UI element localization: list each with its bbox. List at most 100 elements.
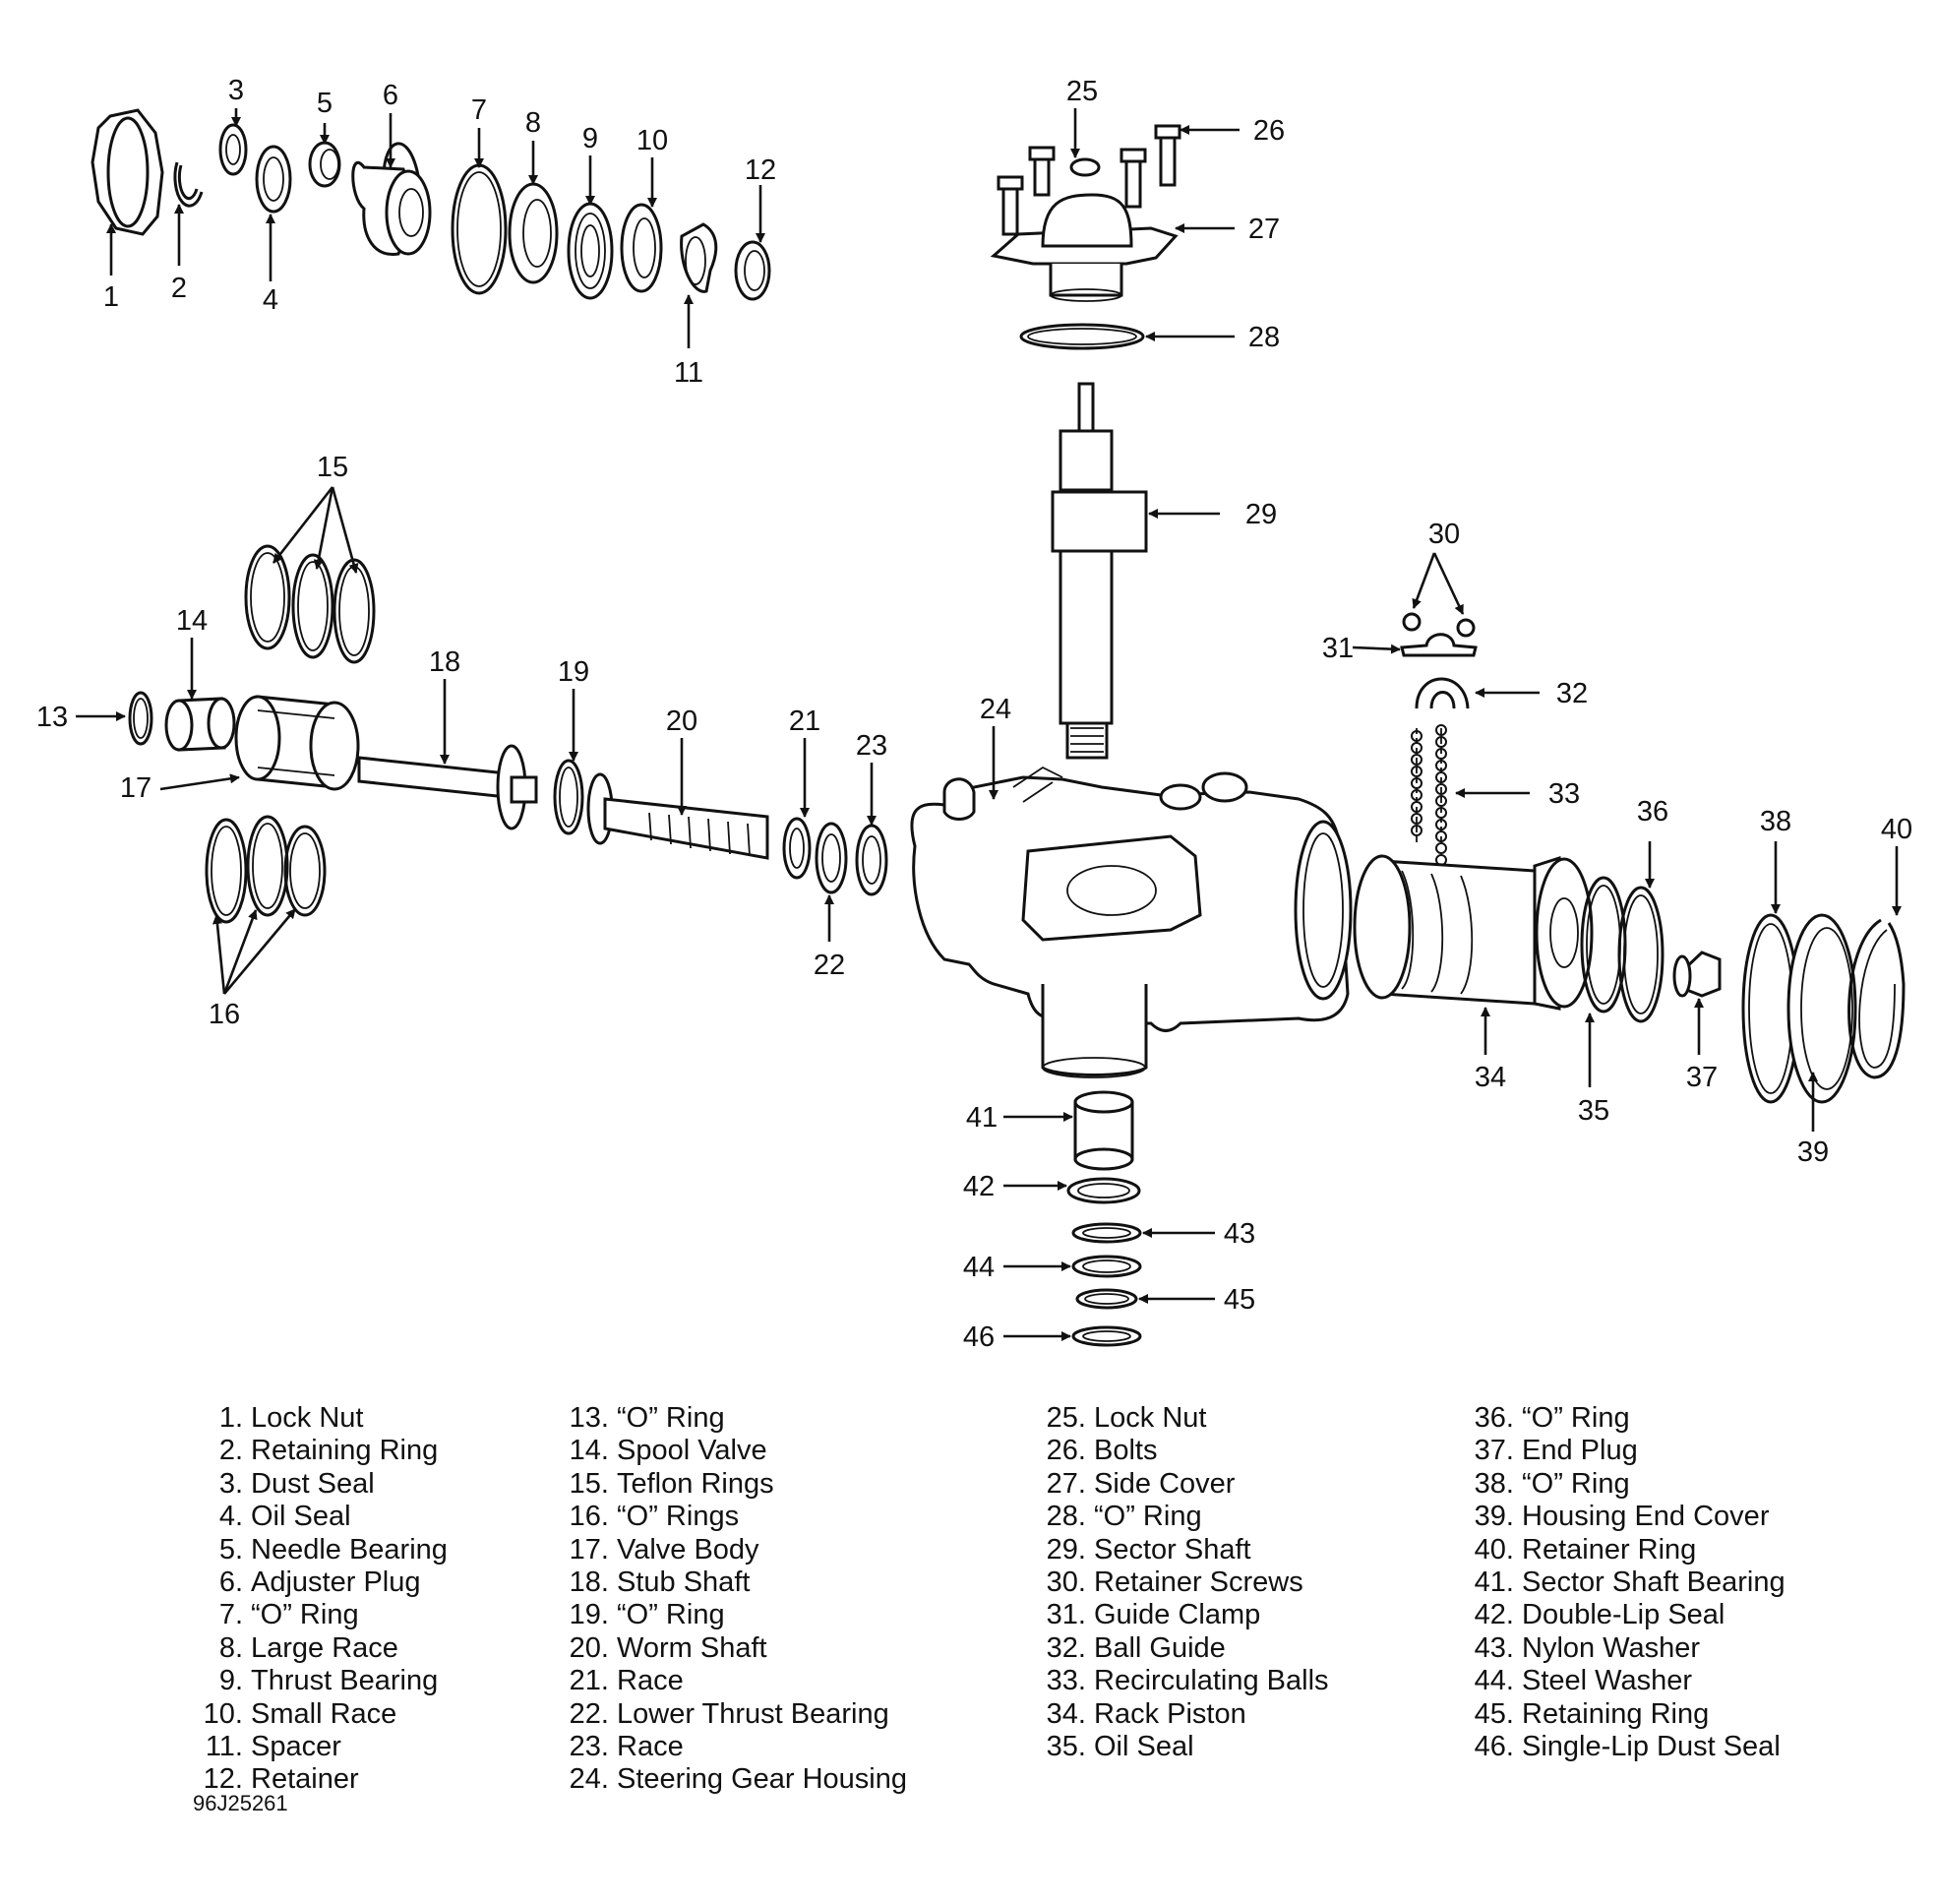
part-steel-washer [1071,1255,1142,1278]
part-stub-shaft [357,744,538,830]
part-recirculating-balls [1411,724,1447,866]
callout-3: 3 [228,75,244,106]
part-race-23 [855,824,888,896]
callout-24: 24 [980,694,1011,725]
callout-6: 6 [383,80,398,111]
callout-9: 9 [582,123,598,154]
figure-code: 96J25261 [193,1791,288,1815]
part-worm-shaft [586,772,769,860]
callout-17: 17 [120,772,151,804]
legend-item: 33.Recirculating Balls [1046,1665,1329,1697]
part-housing-end-cover [1786,913,1857,1104]
legend-item: 35.Oil Seal [1046,1731,1194,1763]
callout-18: 18 [429,646,460,678]
part-spool-valve [164,697,236,752]
callout-21: 21 [789,706,820,737]
legend-item: 3.Dust Seal [218,1467,375,1500]
callout-44: 44 [963,1252,995,1283]
parts-legend-col-2: 13.“O” Ring 14.Spool Valve 15.Teflon Rin… [558,1402,907,1797]
callout-45: 45 [1224,1284,1255,1316]
legend-item: 2.Retaining Ring [218,1435,439,1467]
part-retaining-ring [173,161,204,208]
legend-item: 41.Sector Shaft Bearing [1474,1566,1786,1599]
callout-41: 41 [966,1102,998,1134]
part-oil-seal [255,145,292,214]
part-lock-nut [91,108,164,236]
legend-item: 8.Large Race [218,1631,398,1664]
legend-item: 36.“O” Ring [1474,1402,1630,1434]
part-single-lip-dust-seal [1071,1325,1142,1347]
legend-item: 15.Teflon Rings [569,1467,774,1500]
callout-35: 35 [1578,1095,1609,1127]
parts-legend-col-4: 36.“O” Ring 37.End Plug 38.“O” Ring 39.H… [1463,1402,1786,1763]
part-lower-thrust-bearing [815,822,848,894]
part-race-21 [782,817,812,880]
callout-12: 12 [745,154,776,186]
legend-item: 22.Lower Thrust Bearing [569,1697,889,1730]
legend-item: 39.Housing End Cover [1474,1501,1770,1533]
callout-28: 28 [1248,322,1280,353]
callout-11: 11 [674,357,703,389]
callout-29: 29 [1245,499,1277,530]
legend-item: 18.Stub Shaft [569,1566,751,1599]
callout-43: 43 [1224,1218,1255,1250]
legend-item: 40.Retainer Ring [1474,1533,1697,1566]
legend-item: 43.Nylon Washer [1474,1631,1701,1664]
part-nylon-washer [1071,1222,1142,1244]
legend-item: 38.“O” Ring [1474,1467,1630,1500]
legend-item: 25.Lock Nut [1046,1402,1207,1434]
part-o-ring-19 [553,759,584,835]
callout-40: 40 [1881,814,1912,845]
callout-36: 36 [1637,796,1668,828]
legend-item: 16.“O” Rings [569,1501,740,1533]
callout-19: 19 [558,656,589,688]
part-o-ring-7 [451,163,508,295]
legend-item: 32.Ball Guide [1046,1631,1226,1664]
legend-item: 37.End Plug [1474,1435,1638,1467]
part-ball-guide [1415,677,1470,709]
legend-item: 21.Race [569,1665,684,1697]
legend-item: 26.Bolts [1046,1435,1158,1467]
parts-legend-col-3: 25.Lock Nut 26.Bolts 27.Side Cover 28.“O… [1035,1402,1329,1763]
part-spacer [680,222,718,293]
legend-item: 13.“O” Ring [569,1402,725,1434]
legend-item: 1.Lock Nut [218,1402,364,1434]
part-bolts [997,124,1181,236]
legend-item: 14.Spool Valve [569,1435,767,1467]
callout-46: 46 [963,1321,995,1353]
callout-30: 30 [1428,519,1460,550]
legend-item: 29.Sector Shaft [1046,1533,1251,1566]
part-o-rings-16 [205,815,327,924]
legend-item: 45.Retaining Ring [1474,1697,1710,1730]
legend-item: 10.Small Race [203,1697,397,1730]
part-needle-bearing [308,141,341,188]
callout-26: 26 [1253,115,1285,147]
legend-item: 4.Oil Seal [218,1501,351,1533]
part-dust-seal [218,123,248,176]
part-end-plug [1672,951,1722,998]
callout-23: 23 [856,730,887,762]
part-rack-piston [1353,854,1594,1011]
callout-25: 25 [1066,76,1098,107]
callout-34: 34 [1475,1062,1506,1093]
part-sector-shaft-bearing [1073,1090,1134,1171]
callout-15: 15 [317,452,348,483]
part-retainer-screws [1402,612,1476,638]
part-lock-nut-25 [1069,157,1101,177]
legend-item: 23.Race [569,1731,684,1763]
part-o-ring-13 [128,691,153,746]
callout-2: 2 [171,273,187,304]
legend-item: 17.Valve Body [569,1533,759,1566]
legend-item: 12.Retainer [203,1763,359,1796]
part-small-race [620,203,663,293]
legend-item: 19.“O” Ring [569,1599,725,1631]
callout-10: 10 [636,125,668,156]
callout-numbers: 1 2 3 4 5 6 7 8 9 10 11 12 13 14 15 16 1… [36,75,1912,1353]
legend-item: 46.Single-Lip Dust Seal [1474,1731,1781,1763]
callout-16: 16 [209,999,240,1030]
part-large-race [508,182,559,284]
callout-13: 13 [36,702,68,733]
legend-item: 7.“O” Ring [218,1599,359,1631]
callout-27: 27 [1248,214,1280,245]
